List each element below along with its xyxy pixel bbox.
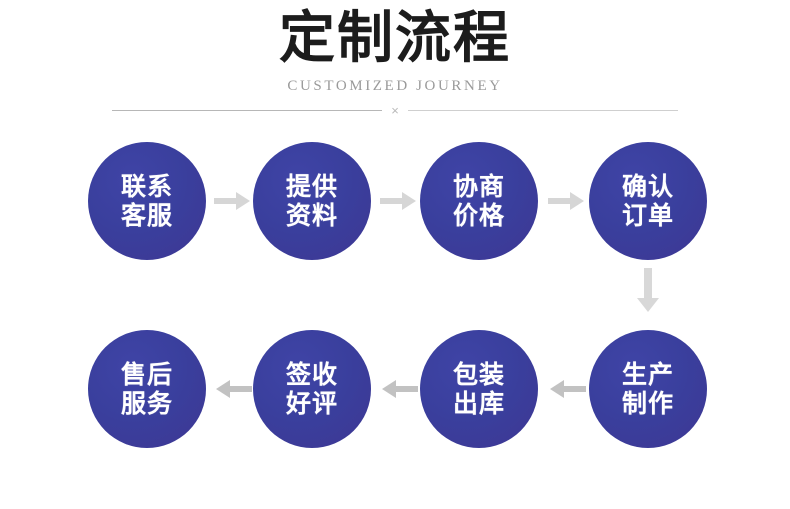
arrow-right-icon bbox=[546, 187, 588, 215]
flow-step-label-line1: 确认 bbox=[621, 172, 674, 201]
flow-step-contact-service[interactable]: 联系 客服 bbox=[88, 142, 206, 260]
flow-step-production[interactable]: 生产 制作 bbox=[589, 330, 707, 448]
flow-step-label-line2: 资料 bbox=[285, 201, 338, 230]
flow-step-label-line2: 制作 bbox=[621, 389, 674, 418]
flow-step-label-line2: 服务 bbox=[120, 389, 173, 418]
flow-step-label-line1: 包装 bbox=[452, 360, 505, 389]
divider-rule-right bbox=[407, 109, 678, 111]
flow-step-label-line2: 出库 bbox=[452, 389, 505, 418]
flow-step-receipt-review[interactable]: 签收 好评 bbox=[253, 330, 371, 448]
flow-step-label-line2: 价格 bbox=[452, 201, 505, 230]
flow-step-label-line1: 协商 bbox=[452, 172, 505, 201]
page-header: 定制流程 CUSTOMIZED JOURNEY × bbox=[0, 0, 790, 128]
divider-rule-left bbox=[112, 109, 383, 111]
flow-step-label-line1: 售后 bbox=[120, 360, 173, 389]
flow-step-label-line1: 生产 bbox=[621, 360, 674, 389]
flow-step-confirm-order[interactable]: 确认 订单 bbox=[589, 142, 707, 260]
process-flow-diagram: 联系 客服 提供 资料 协商 价格 确认 订单 生产 制作 包装 出库 签收 好… bbox=[0, 128, 790, 509]
flow-step-label-line1: 签收 bbox=[285, 360, 338, 389]
arrow-left-icon bbox=[212, 375, 254, 403]
flow-step-provide-materials[interactable]: 提供 资料 bbox=[253, 142, 371, 260]
page-title: 定制流程 bbox=[279, 6, 511, 71]
flow-step-label-line2: 客服 bbox=[120, 201, 173, 230]
arrow-right-icon bbox=[378, 187, 420, 215]
flow-step-label-line1: 联系 bbox=[120, 172, 173, 201]
cross-icon: × bbox=[391, 102, 399, 118]
flow-step-label-line1: 提供 bbox=[285, 172, 338, 201]
header-divider: × bbox=[112, 100, 678, 120]
arrow-left-icon bbox=[546, 375, 588, 403]
page-subtitle: CUSTOMIZED JOURNEY bbox=[287, 78, 503, 94]
flow-step-label-line2: 订单 bbox=[621, 201, 674, 230]
flow-step-label-line2: 好评 bbox=[285, 389, 338, 418]
flow-step-packaging-shipping[interactable]: 包装 出库 bbox=[420, 330, 538, 448]
flow-step-negotiate-price[interactable]: 协商 价格 bbox=[420, 142, 538, 260]
arrow-left-icon bbox=[378, 375, 420, 403]
flow-step-after-sales-service[interactable]: 售后 服务 bbox=[88, 330, 206, 448]
arrow-down-icon bbox=[633, 266, 663, 316]
arrow-right-icon bbox=[212, 187, 254, 215]
